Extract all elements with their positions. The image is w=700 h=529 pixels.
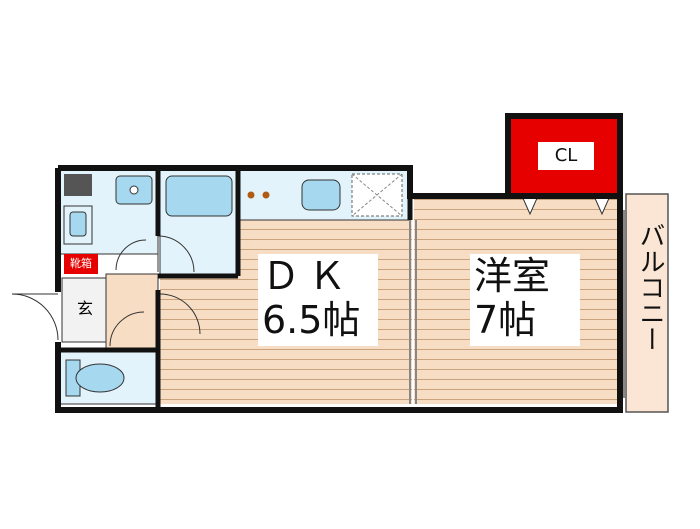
exterior-walls — [55, 165, 623, 413]
yoshitsu-room-label: 洋室 7帖 — [470, 254, 580, 346]
genkan-label: 玄 — [76, 299, 93, 318]
dk-room-label: ＤＫ 6.5帖 — [258, 254, 378, 346]
hallway — [105, 273, 159, 351]
yoshitsu-room-size: 7帖 — [474, 298, 537, 342]
dark-box — [64, 174, 92, 196]
kitchen-sink — [301, 179, 341, 211]
stove-burner-2 — [262, 191, 270, 199]
toilet — [75, 363, 125, 393]
bathtub — [165, 175, 233, 217]
balcony-label: バルコニー — [635, 222, 665, 352]
shoe-box-label: 靴箱 — [64, 254, 98, 274]
closet-label: CL — [538, 142, 594, 170]
dk-room-size: 6.5帖 — [262, 298, 361, 342]
dk-room-name: ＤＫ — [262, 254, 355, 298]
balcony-area — [625, 193, 669, 413]
interior-walls — [58, 168, 413, 410]
yoshitsu-room-name: 洋室 — [474, 254, 551, 298]
genkan — [61, 277, 107, 343]
stove-burner-1 — [247, 191, 255, 199]
